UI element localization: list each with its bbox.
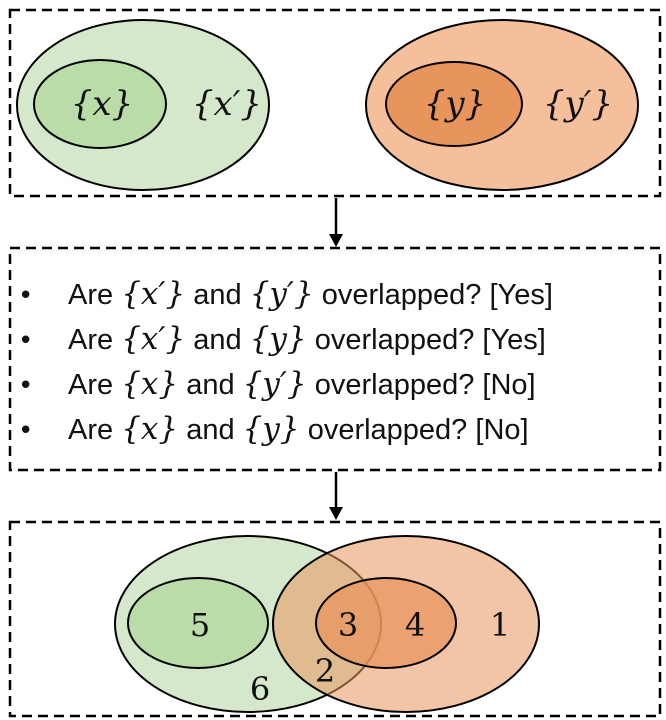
region-label-6: 6 bbox=[250, 670, 270, 708]
question-prefix: Are bbox=[68, 324, 114, 356]
arrow-1-head bbox=[329, 234, 343, 247]
question-set-a: {x} bbox=[121, 411, 179, 447]
question-suffix: overlapped? bbox=[314, 324, 475, 356]
set-y-ellipse bbox=[385, 61, 523, 147]
bullet-icon: • bbox=[18, 416, 34, 446]
question-mid: and bbox=[193, 324, 242, 356]
set-x-ellipse bbox=[33, 59, 167, 149]
arrow-2-head bbox=[329, 507, 343, 520]
question-set-a: {x′} bbox=[121, 321, 186, 357]
question-suffix: overlapped? bbox=[314, 369, 475, 401]
region-label-5: 5 bbox=[190, 606, 210, 644]
question-set-a: {x} bbox=[121, 366, 179, 402]
question-set-b: {y} bbox=[242, 411, 300, 447]
set-x-label: {x} bbox=[71, 84, 133, 124]
region-label-1: 1 bbox=[490, 606, 510, 644]
question-prefix: Are bbox=[68, 414, 114, 446]
merged-orange-inner bbox=[315, 577, 457, 669]
region-label-3: 3 bbox=[338, 606, 358, 644]
question-answer: [Yes] bbox=[482, 324, 546, 356]
merged-green-inner bbox=[127, 577, 269, 669]
question-set-a: {x′} bbox=[121, 276, 186, 312]
question-prefix: Are bbox=[68, 279, 114, 311]
question-list: • Are {x′} and {y′} overlapped? [Yes] • Ar… bbox=[18, 272, 553, 452]
question-answer: [No] bbox=[475, 414, 529, 446]
question-suffix: overlapped? bbox=[321, 279, 482, 311]
question-mid: and bbox=[193, 279, 242, 311]
bullet-icon: • bbox=[18, 371, 34, 401]
set-x-prime-label: {x′} bbox=[192, 84, 262, 124]
question-item: • Are {x} and {y} overlapped? [No] bbox=[18, 407, 553, 452]
question-set-b: {y′} bbox=[242, 366, 307, 402]
question-answer: [Yes] bbox=[489, 279, 553, 311]
question-answer: [No] bbox=[482, 369, 536, 401]
question-set-b: {y} bbox=[249, 321, 307, 357]
question-panel-frame bbox=[8, 246, 662, 472]
region-label-2: 2 bbox=[315, 652, 335, 690]
set-y-prime-label: {y′} bbox=[543, 84, 613, 124]
top-panel-frame bbox=[8, 8, 662, 198]
question-suffix: overlapped? bbox=[307, 414, 468, 446]
question-set-b: {y′} bbox=[249, 276, 314, 312]
question-item: • Are {x′} and {y′} overlapped? [Yes] bbox=[18, 272, 553, 317]
bottom-panel-frame bbox=[8, 520, 662, 718]
bullet-icon: • bbox=[18, 326, 34, 356]
bullet-icon: • bbox=[18, 281, 34, 311]
question-mid: and bbox=[186, 414, 235, 446]
question-item: • Are {x′} and {y} overlapped? [Yes] bbox=[18, 317, 553, 362]
question-prefix: Are bbox=[68, 369, 114, 401]
region-label-4: 4 bbox=[405, 606, 425, 644]
question-item: • Are {x} and {y′} overlapped? [No] bbox=[18, 362, 553, 407]
set-y-label: {y} bbox=[424, 84, 486, 124]
question-mid: and bbox=[186, 369, 235, 401]
